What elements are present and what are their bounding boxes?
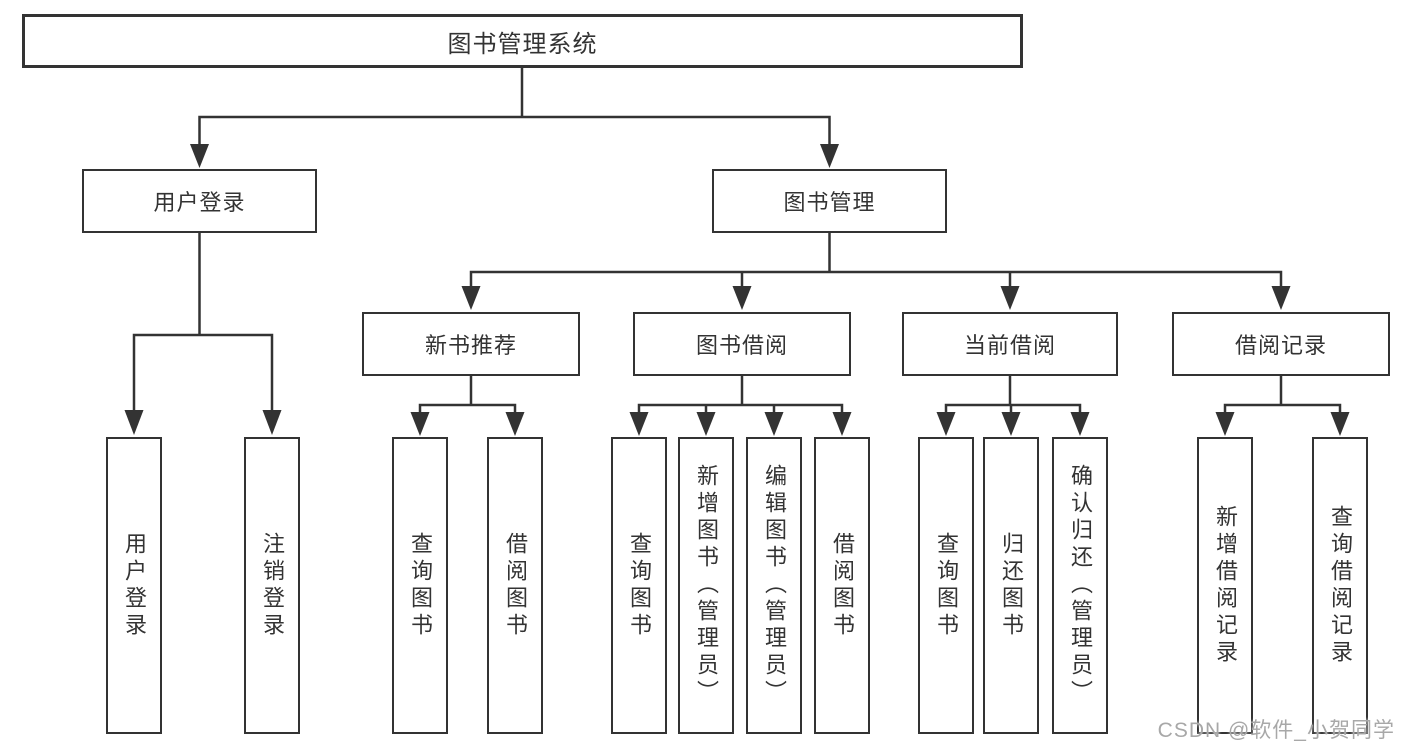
connector-user-login-rail (132, 333, 274, 412)
arrowhead-new-book-rec (461, 286, 481, 310)
arrowhead-leaf-add-book (696, 412, 716, 436)
arrowhead-leaf-borrow-book-1 (505, 412, 525, 436)
leaf-add-record: 新增借阅记录 (1197, 437, 1253, 734)
leaf-query-record: 查询借阅记录 (1312, 437, 1368, 734)
leaf-borrow-book-2-label: 借阅图书 (830, 531, 855, 640)
leaf-add-record-label: 新增借阅记录 (1213, 504, 1238, 667)
connector-level2-rail (198, 115, 831, 146)
leaf-borrow-book-2: 借阅图书 (814, 437, 870, 734)
leaf-query-book-3-label: 查询图书 (934, 531, 959, 640)
node-borrow-record-label: 借阅记录 (1234, 333, 1327, 358)
leaf-logout-label: 注销登录 (260, 531, 285, 640)
leaf-return-book: 归还图书 (983, 437, 1039, 734)
leaf-user-login: 用户登录 (106, 437, 162, 734)
leaf-user-login-label: 用户登录 (122, 531, 147, 640)
arrowhead-leaf-user-login (124, 410, 144, 435)
leaf-edit-book-label: 编辑图书（管理员） (762, 464, 787, 707)
node-user-login: 用户登录 (82, 169, 317, 233)
arrowhead-leaf-query-book-3 (936, 412, 956, 436)
arrowhead-leaf-query-book-2 (629, 412, 649, 436)
arrowhead-leaf-add-record (1215, 412, 1235, 436)
arrowhead-leaf-query-book-1 (410, 412, 430, 436)
node-user-login-label: 用户登录 (153, 190, 246, 215)
node-root: 图书管理系统 (22, 14, 1023, 68)
leaf-add-book: 新增图书（管理员） (678, 437, 734, 734)
arrowhead-leaf-edit-book (764, 412, 784, 436)
connector-current-borrow-rail (944, 376, 1082, 414)
arrowhead-user-login (190, 144, 209, 168)
arrowhead-book-borrow (732, 286, 752, 310)
leaf-edit-book: 编辑图书（管理员） (746, 437, 802, 734)
arrowhead-current-borrow (1000, 286, 1020, 310)
arrowhead-leaf-return-book (1001, 412, 1021, 436)
watermark: CSDN @软件_小贺同学 (1157, 719, 1395, 742)
leaf-logout: 注销登录 (244, 437, 300, 734)
leaf-borrow-book-1-label: 借阅图书 (503, 531, 528, 640)
node-new-book-rec-label: 新书推荐 (424, 333, 517, 358)
connector-new-book-rec-rail (418, 376, 517, 414)
node-book-borrow-label: 图书借阅 (695, 333, 788, 358)
node-current-borrow-label: 当前借阅 (963, 333, 1056, 358)
leaf-query-book-2: 查询图书 (611, 437, 667, 734)
leaf-query-record-label: 查询借阅记录 (1328, 504, 1353, 667)
leaf-confirm-return: 确认归还（管理员） (1052, 437, 1108, 734)
arrowhead-leaf-logout (262, 410, 282, 435)
leaf-query-book-1: 查询图书 (392, 437, 448, 734)
arrowhead-leaf-confirm-return (1070, 412, 1090, 436)
node-book-borrow: 图书借阅 (633, 312, 851, 376)
leaf-query-book-3: 查询图书 (918, 437, 974, 734)
node-book-mgmt: 图书管理 (712, 169, 947, 233)
arrowhead-leaf-borrow-book-2 (832, 412, 852, 436)
connector-level3-rail (469, 270, 1283, 288)
connector-book-borrow-rail (637, 376, 844, 414)
leaf-confirm-return-label: 确认归还（管理员） (1068, 464, 1093, 707)
leaf-query-book-2-label: 查询图书 (627, 531, 652, 640)
arrowhead-book-mgmt (820, 144, 839, 168)
arrowhead-borrow-record (1271, 286, 1291, 310)
node-borrow-record: 借阅记录 (1172, 312, 1390, 376)
leaf-borrow-book-1: 借阅图书 (487, 437, 543, 734)
node-new-book-rec: 新书推荐 (362, 312, 580, 376)
leaf-add-book-label: 新增图书（管理员） (694, 464, 719, 707)
connector-borrow-record-rail (1223, 376, 1342, 414)
leaf-return-book-label: 归还图书 (999, 531, 1024, 640)
arrowhead-leaf-query-record (1330, 412, 1350, 436)
arrowheads (124, 144, 1350, 436)
node-current-borrow: 当前借阅 (902, 312, 1118, 376)
leaf-query-book-1-label: 查询图书 (408, 531, 433, 640)
node-book-mgmt-label: 图书管理 (783, 190, 876, 215)
node-root-label: 图书管理系统 (447, 30, 598, 58)
